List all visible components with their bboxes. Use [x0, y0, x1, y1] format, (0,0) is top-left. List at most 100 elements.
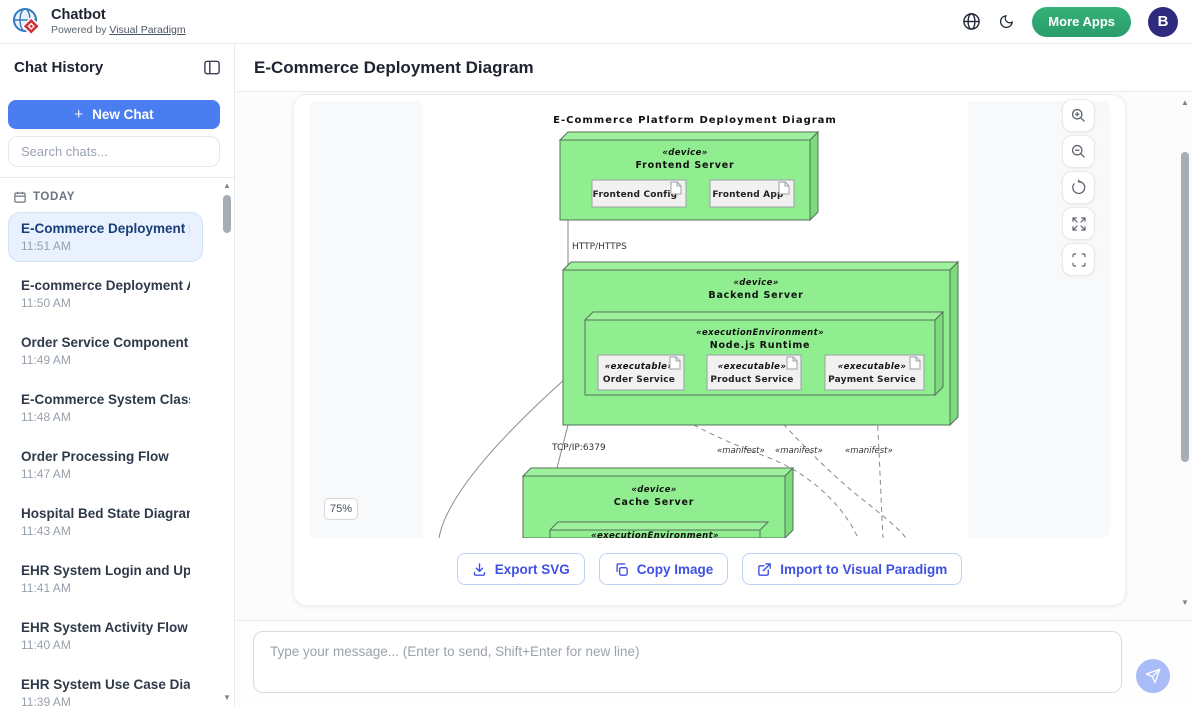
- language-globe-icon[interactable]: [962, 12, 981, 31]
- chat-item-time: 11:49 AM: [21, 353, 71, 367]
- chat-item[interactable]: Hospital Bed State Diagram 11:43 AM: [8, 497, 203, 547]
- chat-item-time: 11:39 AM: [21, 695, 71, 707]
- new-chat-button[interactable]: + New Chat: [8, 100, 220, 129]
- chat-item-title: E-Commerce Deployment Di...: [21, 221, 190, 236]
- scroll-down-icon[interactable]: ▼: [1181, 598, 1189, 607]
- chat-item-title: EHR System Use Case Diagram: [21, 677, 190, 692]
- svg-text:«manifest»: «manifest»: [845, 446, 893, 456]
- paper-plane-icon: [1145, 668, 1161, 684]
- svg-text:«executionEnvironment»: «executionEnvironment»: [696, 328, 824, 338]
- powered-by: Powered by Visual Paradigm: [51, 24, 186, 36]
- page-scrollbar[interactable]: ▲ ▼: [1179, 94, 1191, 612]
- chat-item-time: 11:41 AM: [21, 581, 71, 595]
- zoom-out-button[interactable]: [1062, 135, 1095, 168]
- chat-item-time: 11:51 AM: [21, 239, 71, 253]
- scroll-down-icon[interactable]: ▼: [223, 693, 231, 702]
- svg-text:«device»: «device»: [662, 148, 707, 158]
- chat-item-title: Order Processing Flow: [21, 449, 169, 464]
- chat-item-title: EHR System Login and Upda...: [21, 563, 190, 578]
- collapse-panel-icon[interactable]: [204, 60, 220, 75]
- svg-text:«executable»: «executable»: [605, 362, 674, 372]
- svg-text:Node.js Runtime: Node.js Runtime: [710, 340, 811, 351]
- svg-text:Payment Service: Payment Service: [828, 375, 916, 385]
- scroll-up-icon[interactable]: ▲: [1181, 98, 1189, 107]
- svg-text:E-Commerce Platform Deployment: E-Commerce Platform Deployment Diagram: [553, 115, 837, 126]
- deployment-diagram-svg: E-Commerce Platform Deployment Diagram H…: [422, 101, 968, 538]
- main-content: E-Commerce Platform Deployment Diagram H…: [236, 92, 1192, 707]
- svg-text:«manifest»: «manifest»: [775, 446, 823, 456]
- today-label: TODAY: [33, 191, 75, 203]
- export-svg-button[interactable]: Export SVG: [456, 553, 585, 585]
- user-avatar[interactable]: B: [1148, 6, 1178, 37]
- chat-item-title: E-commerce Deployment Ar...: [21, 278, 190, 293]
- svg-text:«executionEnvironment»: «executionEnvironment»: [591, 531, 719, 538]
- chat-item[interactable]: Order Processing Flow 11:47 AM: [8, 440, 203, 490]
- message-input[interactable]: [253, 631, 1122, 693]
- svg-text:HTTP/HTTPS: HTTP/HTTPS: [572, 242, 627, 252]
- search-input[interactable]: [8, 136, 220, 167]
- new-chat-label: New Chat: [92, 107, 154, 122]
- chat-item[interactable]: EHR System Use Case Diagram 11:39 AM: [8, 668, 203, 707]
- svg-text:«executable»: «executable»: [838, 362, 907, 372]
- diagram-actions: Export SVG Copy Image Import to Visual P…: [294, 553, 1125, 585]
- chat-item[interactable]: EHR System Login and Upda... 11:41 AM: [8, 554, 203, 604]
- chat-item-time: 11:48 AM: [21, 410, 71, 424]
- svg-text:«device»: «device»: [631, 485, 676, 495]
- scroll-up-icon[interactable]: ▲: [223, 181, 231, 190]
- chat-history-title: Chat History: [14, 58, 104, 76]
- fullscreen-button[interactable]: [1062, 243, 1095, 276]
- chat-item[interactable]: E-Commerce Deployment Di... 11:51 AM: [8, 212, 203, 262]
- send-button[interactable]: [1136, 659, 1170, 693]
- svg-text:Product Service: Product Service: [710, 375, 793, 385]
- chat-list-scroll: TODAY E-Commerce Deployment Di... 11:51 …: [0, 177, 234, 707]
- chat-item-title: EHR System Activity Flow: [21, 620, 188, 635]
- chat-item[interactable]: E-commerce Deployment Ar... 11:50 AM: [8, 269, 203, 319]
- external-link-icon: [757, 562, 772, 577]
- svg-text:«device»: «device»: [733, 278, 778, 288]
- diagram-canvas[interactable]: E-Commerce Platform Deployment Diagram H…: [309, 101, 1110, 538]
- page-title: E-Commerce Deployment Diagram: [254, 57, 534, 77]
- reset-view-button[interactable]: [1062, 171, 1095, 204]
- svg-text:«executable»: «executable»: [718, 362, 787, 372]
- chat-item-title: Order Service Component Di...: [21, 335, 190, 350]
- import-to-visual-paradigm-button[interactable]: Import to Visual Paradigm: [742, 553, 963, 585]
- main-titlebar: E-Commerce Deployment Diagram: [236, 44, 1192, 92]
- plus-icon: +: [74, 106, 84, 123]
- zoom-level-badge: 75%: [324, 498, 358, 520]
- chat-item-time: 11:50 AM: [21, 296, 71, 310]
- chat-item[interactable]: E-Commerce System Class Di... 11:48 AM: [8, 383, 203, 433]
- copy-image-label: Copy Image: [636, 561, 714, 577]
- visual-paradigm-link[interactable]: Visual Paradigm: [109, 23, 186, 36]
- chat-item-time: 11:43 AM: [21, 524, 71, 538]
- svg-text:Frontend Config: Frontend Config: [593, 190, 678, 200]
- chat-item[interactable]: EHR System Activity Flow 11:40 AM: [8, 611, 203, 661]
- chat-item-title: Hospital Bed State Diagram: [21, 506, 190, 521]
- svg-text:Order Service: Order Service: [603, 375, 675, 385]
- zoom-toolbar: [1062, 99, 1095, 276]
- copy-icon: [614, 562, 629, 577]
- chat-item[interactable]: Order Service Component Di... 11:49 AM: [8, 326, 203, 376]
- svg-text:Frontend App: Frontend App: [712, 190, 784, 200]
- calendar-icon: [14, 191, 26, 203]
- chat-item-time: 11:47 AM: [21, 467, 71, 481]
- diagram-card: E-Commerce Platform Deployment Diagram H…: [293, 94, 1126, 606]
- sidebar-scrollbar[interactable]: ▲ ▼: [221, 177, 233, 707]
- dark-mode-moon-icon[interactable]: [998, 13, 1015, 30]
- app-title: Chatbot: [51, 7, 106, 24]
- expand-arrows-button[interactable]: [1062, 207, 1095, 240]
- powered-by-prefix: Powered by: [51, 23, 107, 36]
- page-scrollbar-thumb[interactable]: [1181, 152, 1189, 462]
- sidebar-scrollbar-thumb[interactable]: [223, 195, 231, 233]
- copy-image-button[interactable]: Copy Image: [598, 553, 729, 585]
- chat-item-time: 11:40 AM: [21, 638, 71, 652]
- brand: Chatbot Powered by Visual Paradigm: [12, 7, 186, 37]
- today-section-header: TODAY: [8, 186, 203, 212]
- app-logo-icon: [12, 7, 42, 37]
- svg-text:Frontend Server: Frontend Server: [635, 160, 734, 171]
- more-apps-button[interactable]: More Apps: [1032, 6, 1131, 37]
- zoom-in-button[interactable]: [1062, 99, 1095, 132]
- chat-item-title: E-Commerce System Class Di...: [21, 392, 190, 407]
- svg-text:Backend Server: Backend Server: [708, 290, 803, 301]
- sidebar: Chat History + New Chat TODAY E-Commerce…: [0, 44, 235, 707]
- svg-text:Cache Server: Cache Server: [614, 497, 694, 508]
